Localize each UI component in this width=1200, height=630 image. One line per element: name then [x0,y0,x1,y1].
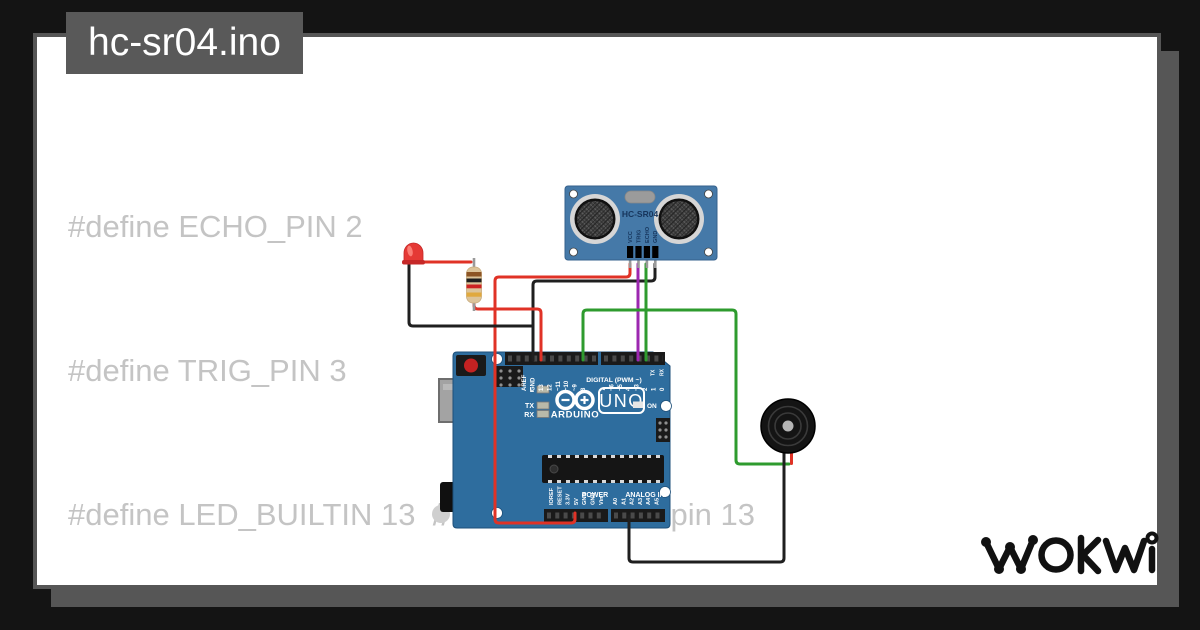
code-preview: #define ECHO_PIN 2 #define TRIG_PIN 3 #d… [68,107,836,585]
diagram-panel: #define ECHO_PIN 2 #define TRIG_PIN 3 #d… [33,33,1161,589]
code-line: #define LED_BUILTIN 13 // built-in LED o… [68,497,755,532]
sketch-title: hc-sr04.ino [66,12,303,74]
code-line: #define TRIG_PIN 3 [68,353,347,388]
code-line: #define ECHO_PIN 2 [68,209,363,244]
